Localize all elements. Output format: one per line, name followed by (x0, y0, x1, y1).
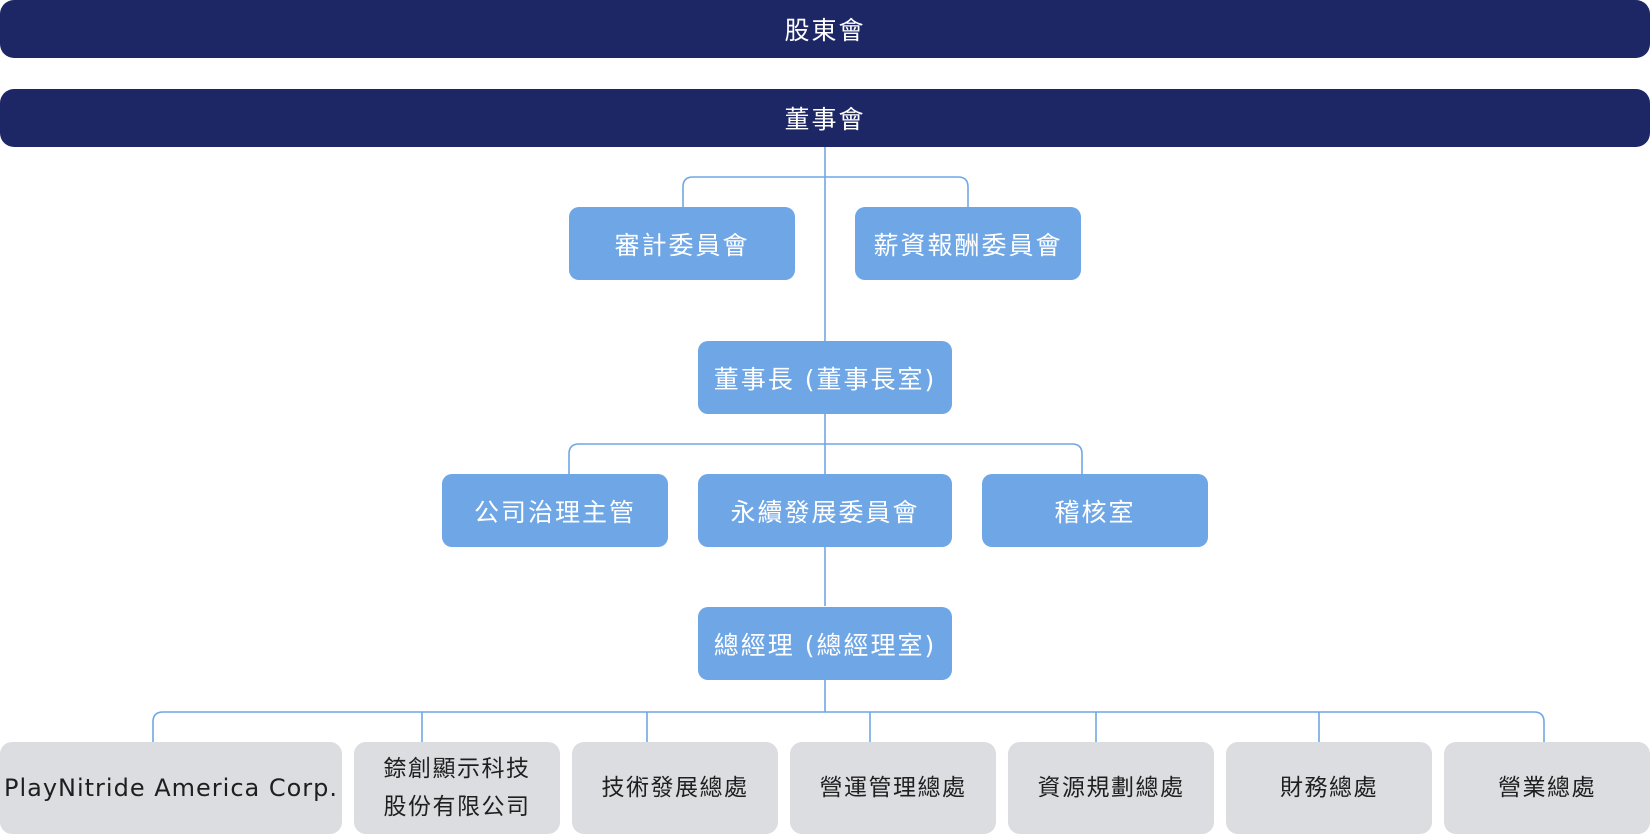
chairman-box: 董事長 (董事長室) (698, 341, 952, 414)
dept-label-line2: 股份有限公司 (383, 794, 531, 820)
board-of-directors-box: 董事會 (0, 89, 1650, 147)
sustainability-committee-label: 永續發展委員會 (730, 497, 920, 527)
president-label: 總經理 (總經理室) (713, 630, 937, 660)
level2-branch (568, 443, 1083, 474)
shareholders-meeting-label: 股東會 (784, 16, 866, 45)
dept-technology-development: 技術發展總處 (572, 742, 778, 834)
dept-sales: 營業總處 (1444, 742, 1650, 834)
dept-label: 營運管理總處 (819, 775, 967, 801)
dept-label: 財務總處 (1280, 775, 1378, 801)
dept-finance: 財務總處 (1226, 742, 1432, 834)
dept-operations-management: 營運管理總處 (790, 742, 996, 834)
dept-label: 技術發展總處 (601, 775, 749, 801)
remuneration-committee-box: 薪資報酬委員會 (855, 207, 1081, 280)
department-branch (152, 711, 1545, 742)
sustainability-committee-box: 永續發展委員會 (698, 474, 952, 547)
dept-label-line1: 錼創顯示科技 (383, 756, 531, 782)
dept-playnitride-america: PlayNitride America Corp. (0, 742, 342, 834)
corporate-governance-label: 公司治理主管 (473, 497, 636, 527)
audit-office-box: 稽核室 (982, 474, 1208, 547)
audit-committee-label: 審計委員會 (614, 230, 750, 260)
remuneration-committee-label: 薪資報酬委員會 (873, 230, 1063, 260)
dept-label: 營業總處 (1498, 775, 1596, 801)
chairman-label: 董事長 (董事長室) (713, 364, 937, 394)
dept-label: PlayNitride America Corp. (3, 774, 339, 802)
audit-office-label: 稽核室 (1054, 497, 1136, 527)
committee-branch (682, 176, 969, 207)
audit-committee-box: 審計委員會 (569, 207, 795, 280)
dept-playnitride-display: 錼創顯示科技 股份有限公司 (354, 742, 560, 834)
corporate-governance-box: 公司治理主管 (442, 474, 668, 547)
dept-resource-planning: 資源規劃總處 (1008, 742, 1214, 834)
dept-label: 資源規劃總處 (1037, 775, 1185, 801)
board-of-directors-label: 董事會 (784, 105, 866, 134)
shareholders-meeting-box: 股東會 (0, 0, 1650, 58)
president-box: 總經理 (總經理室) (698, 607, 952, 680)
